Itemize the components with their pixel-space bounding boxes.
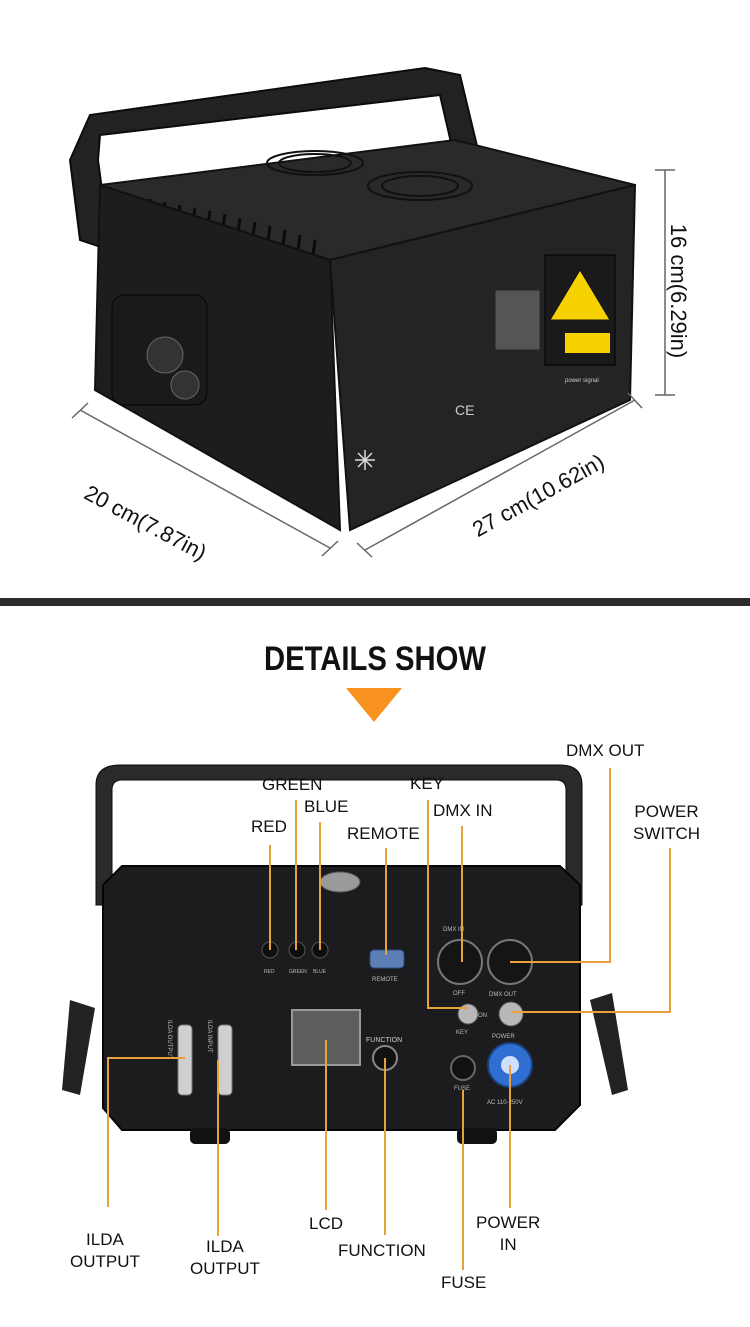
- callout-green: GREEN: [262, 775, 323, 794]
- svg-text:DMX OUT: DMX OUT: [489, 992, 517, 998]
- svg-text:POWER: POWER: [492, 1034, 515, 1040]
- callout-ilda-input: ILDA OUTPUT: [190, 1237, 260, 1278]
- svg-text:OFF: OFF: [453, 991, 465, 997]
- svg-text:ON: ON: [478, 1013, 487, 1019]
- laser-projector-photo: CE power signal: [68, 66, 675, 558]
- section-divider: [0, 598, 750, 606]
- callout-remote: REMOTE: [347, 824, 420, 843]
- svg-text:FUNCTION: FUNCTION: [366, 1037, 402, 1044]
- svg-text:GREEN: GREEN: [289, 969, 307, 975]
- svg-text:ILDA INPUT: ILDA INPUT: [206, 1020, 212, 1053]
- bracket-knob: [111, 294, 208, 406]
- callout-blue: BLUE: [304, 797, 349, 816]
- laser-logo: [355, 450, 375, 470]
- callout-power-switch: POWER SWITCH: [633, 802, 701, 843]
- ce-mark: CE: [455, 402, 474, 418]
- svg-text:DMX IN: DMX IN: [443, 927, 464, 933]
- callout-key: KEY: [410, 774, 445, 793]
- top-fan-grilles: [266, 150, 473, 201]
- laser-aperture: [494, 289, 541, 351]
- callout-dmx-out: DMX OUT: [566, 741, 645, 760]
- rear-panel-photo: RED GREEN BLUE REMOTE ILDA OUTPUT ILDA I…: [62, 764, 628, 1144]
- fuse-holder: [450, 1055, 476, 1081]
- laser-warning-label: [549, 269, 611, 321]
- callout-power-in: POWER IN: [476, 1213, 541, 1254]
- svg-text:KEY: KEY: [456, 1030, 468, 1036]
- foot-right: [457, 1128, 497, 1144]
- svg-text:AC 110-250V: AC 110-250V: [487, 1100, 523, 1106]
- svg-text:REMOTE: REMOTE: [372, 977, 398, 983]
- callout-ilda-output: ILDA OUTPUT: [70, 1230, 140, 1271]
- callout-fuse: FUSE: [441, 1273, 487, 1292]
- left-stand: [62, 1000, 95, 1095]
- svg-text:RED: RED: [264, 969, 275, 975]
- svg-text:ILDA OUTPUT: ILDA OUTPUT: [166, 1020, 172, 1060]
- device-left-face: [93, 183, 342, 532]
- front-text: power signal: [565, 378, 599, 384]
- callout-function: FUNCTION: [338, 1241, 426, 1260]
- details-heading: DETAILS SHOW: [263, 640, 486, 678]
- warning-sticker: [565, 333, 610, 353]
- callout-dmx-in: DMX IN: [433, 801, 493, 820]
- callout-red: RED: [251, 817, 287, 836]
- ilda-output-port: [177, 1024, 193, 1096]
- callout-lcd: LCD: [309, 1214, 344, 1233]
- dmx-in-port: [437, 939, 483, 985]
- down-arrow-icon: [346, 688, 402, 722]
- right-stand: [590, 993, 628, 1095]
- foot-left: [190, 1128, 230, 1144]
- svg-text:FUSE: FUSE: [454, 1086, 470, 1092]
- power-switch: [498, 1001, 524, 1027]
- svg-text:BLUE: BLUE: [313, 969, 327, 975]
- dimension-lines: [71, 169, 675, 558]
